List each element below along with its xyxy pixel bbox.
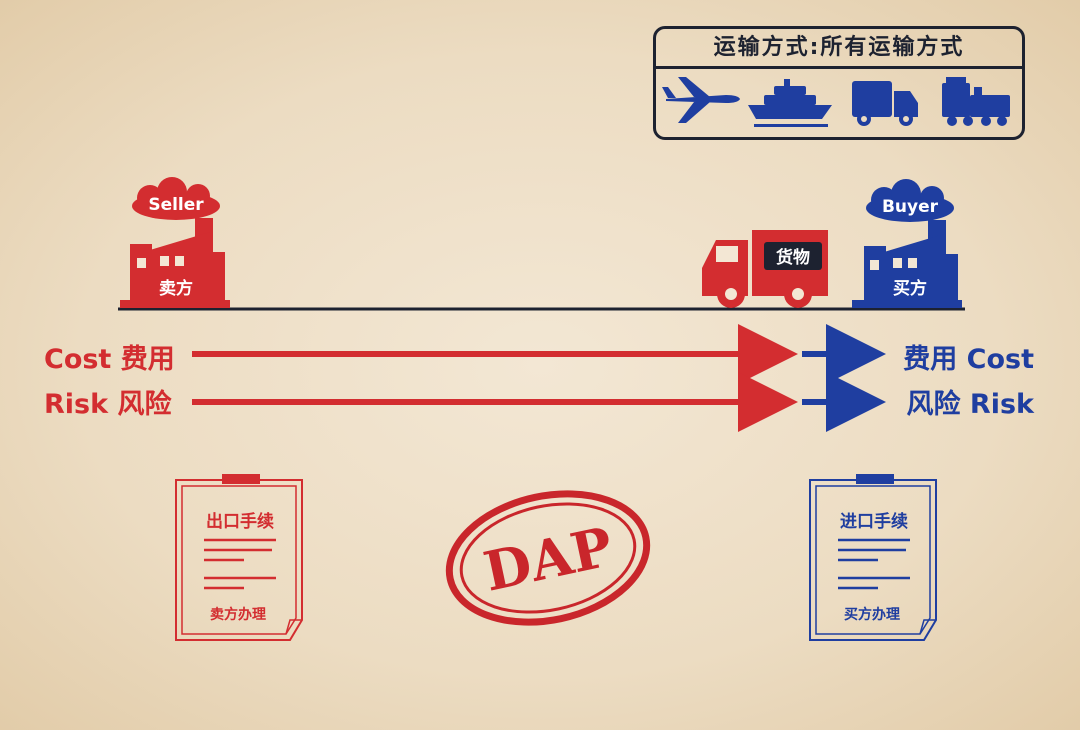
import-document-sign: 买方办理 <box>844 606 900 623</box>
seller-cost-label: Cost 费用 <box>44 344 175 375</box>
transport-icons <box>662 77 1010 127</box>
buyer-factory: Buyer 买方 <box>852 179 962 308</box>
export-document-sign: 卖方办理 <box>210 606 266 623</box>
seller-cloud <box>132 177 220 220</box>
train-icon <box>942 77 1010 126</box>
buyer-cloud-label: Buyer <box>882 197 939 217</box>
cargo-truck: 货物 <box>702 230 828 308</box>
buyer-risk-label: 风险 Risk <box>906 389 1034 420</box>
import-document-title: 进口手续 <box>840 511 908 532</box>
export-document-title: 出口手续 <box>206 511 274 532</box>
airplane-icon <box>662 77 740 123</box>
ship-icon <box>748 79 832 127</box>
buyer-cost-label: 费用 Cost <box>903 344 1034 375</box>
export-document <box>175 474 303 641</box>
transport-modes-title: 运输方式:所有运输方式 <box>656 29 1022 69</box>
seller-factory: Seller 卖方 <box>120 177 230 308</box>
seller-risk-label: Risk 风险 <box>44 389 172 420</box>
dap-stamp-text: DAP <box>478 514 618 603</box>
import-document <box>809 474 937 641</box>
seller-building-label: 卖方 <box>159 278 193 299</box>
dap-stamp: DAP <box>445 490 651 626</box>
truck-icon <box>852 81 918 126</box>
buyer-cloud <box>866 179 954 222</box>
seller-cloud-label: Seller <box>148 195 204 215</box>
cargo-label: 货物 <box>776 247 810 268</box>
transport-modes-box: 运输方式:所有运输方式 <box>653 26 1025 140</box>
buyer-building-label: 买方 <box>893 278 927 299</box>
